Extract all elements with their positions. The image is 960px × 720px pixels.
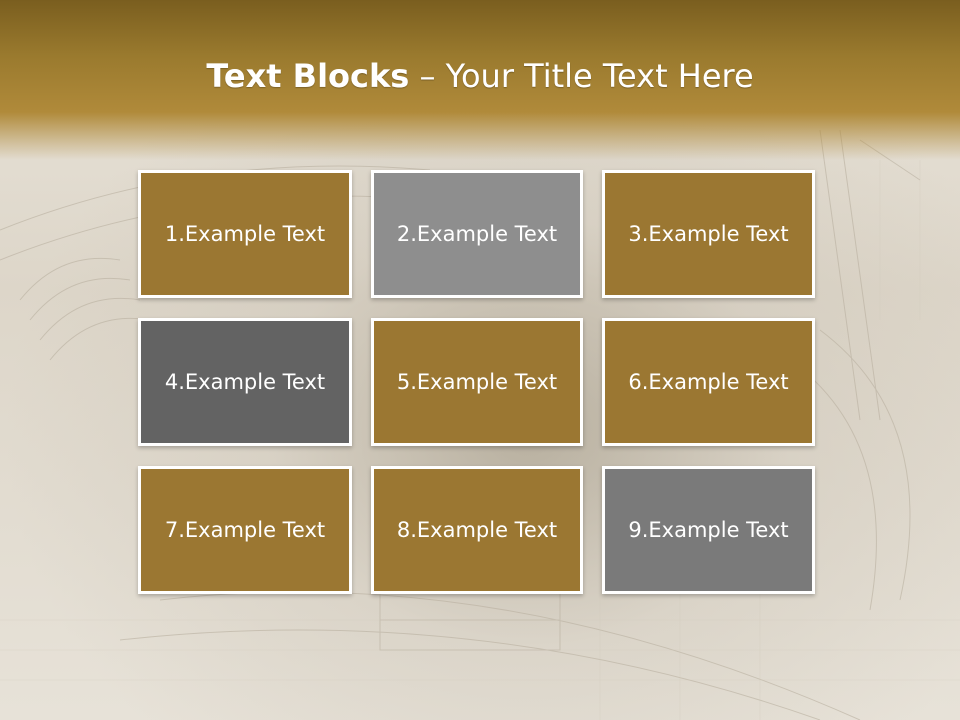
text-block-label: 5.Example Text bbox=[396, 370, 558, 394]
text-block-2[interactable]: 2.Example Text bbox=[371, 170, 583, 298]
text-block-grid: 1.Example Text 2.Example Text 3.Example … bbox=[138, 170, 815, 594]
text-block-1[interactable]: 1.Example Text bbox=[138, 170, 352, 298]
text-block-7[interactable]: 7.Example Text bbox=[138, 466, 352, 594]
text-block-6[interactable]: 6.Example Text bbox=[602, 318, 815, 446]
text-block-label: 2.Example Text bbox=[396, 222, 558, 246]
text-block-label: 1.Example Text bbox=[164, 222, 326, 246]
title-banner bbox=[0, 0, 960, 160]
text-block-label: 7.Example Text bbox=[164, 518, 326, 542]
text-block-label: 9.Example Text bbox=[628, 518, 789, 542]
text-block-label: 4.Example Text bbox=[164, 370, 326, 394]
text-block-8[interactable]: 8.Example Text bbox=[371, 466, 583, 594]
title-rest: Your Title Text Here bbox=[445, 57, 754, 95]
slide-title[interactable]: Text Blocks – Your Title Text Here bbox=[0, 52, 960, 100]
text-block-4[interactable]: 4.Example Text bbox=[138, 318, 352, 446]
text-block-label: 6.Example Text bbox=[628, 370, 789, 394]
text-block-label: 8.Example Text bbox=[396, 518, 558, 542]
title-separator: – bbox=[409, 57, 446, 95]
text-block-label: 3.Example Text bbox=[628, 222, 789, 246]
text-block-3[interactable]: 3.Example Text bbox=[602, 170, 815, 298]
text-block-9[interactable]: 9.Example Text bbox=[602, 466, 815, 594]
text-block-5[interactable]: 5.Example Text bbox=[371, 318, 583, 446]
title-bold-part: Text Blocks bbox=[206, 57, 410, 95]
